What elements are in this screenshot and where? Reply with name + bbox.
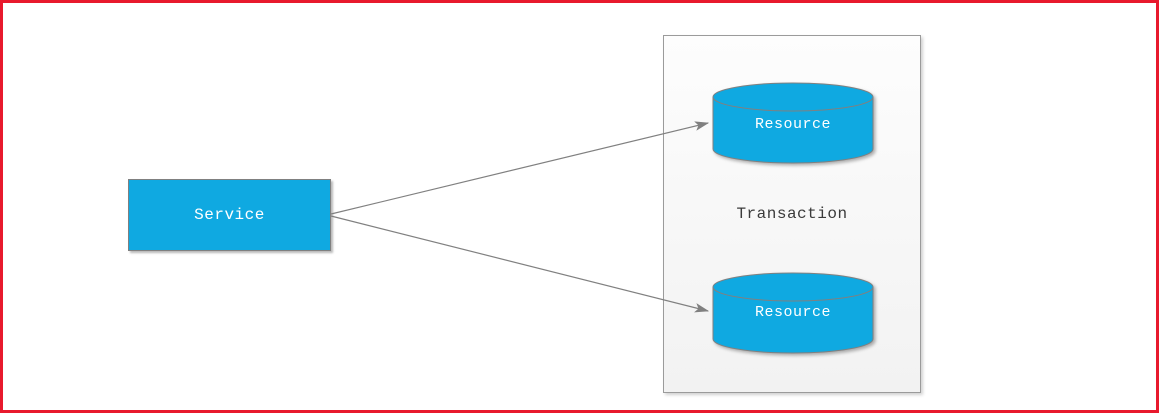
- cylinder-shape: [712, 272, 874, 354]
- cylinder-shape: [712, 82, 874, 164]
- connector-arrow-top[interactable]: [330, 121, 710, 215]
- resource-node-top[interactable]: Resource: [712, 82, 874, 164]
- transaction-label: Transaction: [736, 205, 848, 223]
- connector-layer: Resource Resource: [330, 82, 874, 354]
- resource-label-bottom: Resource: [755, 304, 831, 321]
- cylinder-lid: [712, 96, 874, 112]
- resource-node-bottom[interactable]: Resource: [712, 272, 874, 354]
- connector-arrow-bottom[interactable]: [330, 215, 710, 313]
- service-label: Service: [194, 206, 265, 224]
- resource-label-top: Resource: [755, 116, 831, 133]
- service-node[interactable]: Service: [128, 179, 331, 251]
- cylinder-lid: [712, 286, 874, 302]
